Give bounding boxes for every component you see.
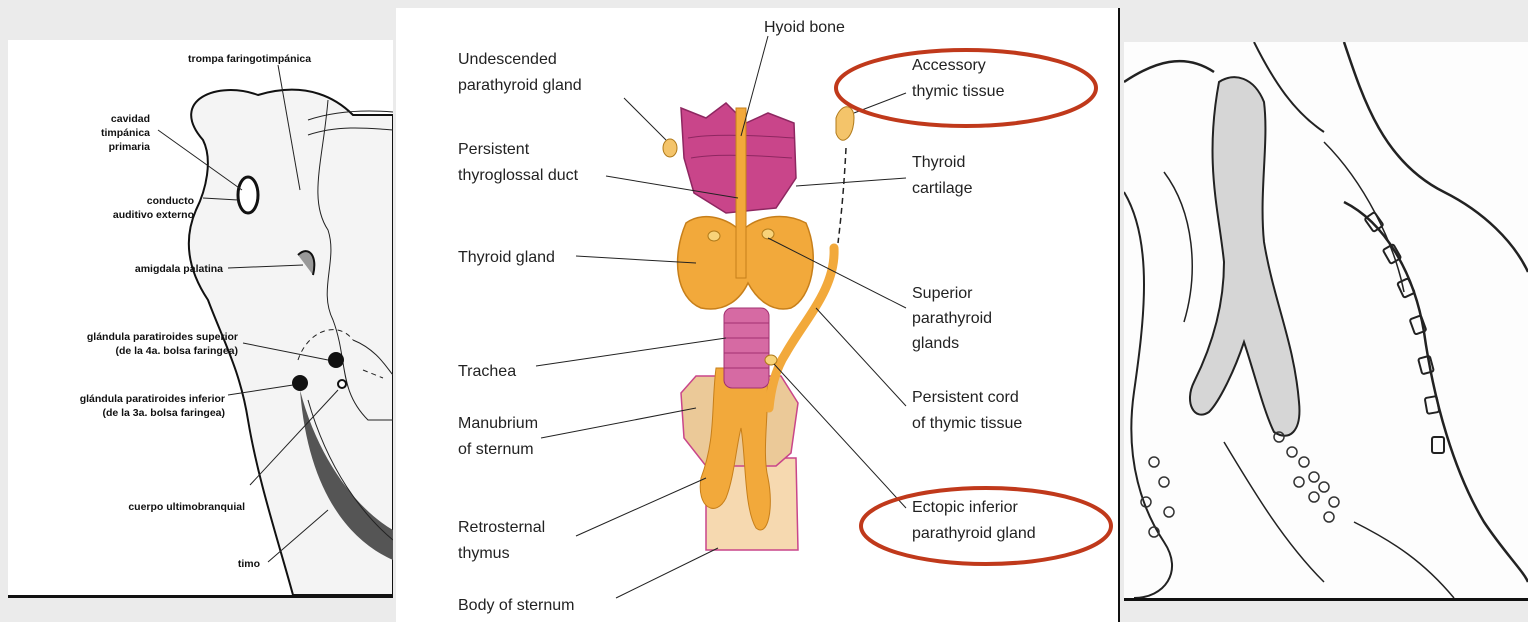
- label-undescended-1: Undescended: [458, 51, 557, 68]
- label-gl-inf-2: (de la 3a. bolsa faringea): [102, 407, 225, 419]
- superior-parathyroid-right: [762, 229, 774, 239]
- ring-row: [1364, 212, 1444, 453]
- trachea-shape: [724, 308, 769, 388]
- label-thyroid-cartilage-1: Thyroid: [912, 154, 965, 171]
- label-persistent-cord-1: Persistent cord: [912, 389, 1019, 406]
- label-cavidad-3: primaria: [109, 141, 151, 153]
- label-hyoid-bone: Hyoid bone: [764, 19, 845, 36]
- label-conducto-1: conducto: [147, 195, 194, 207]
- central-tube-shape: [1190, 77, 1299, 436]
- label-accessory-1: Accessory: [912, 57, 986, 74]
- label-amigdala: amigdala palatina: [135, 263, 223, 275]
- undescended-parathyroid-shape: [663, 139, 677, 157]
- right-sketch-drawing: [1124, 42, 1528, 598]
- label-cavidad-1: cavidad: [111, 113, 150, 125]
- label-gl-sup-2: (de la 4a. bolsa faringea): [115, 345, 238, 357]
- center-anatomy-panel: Hyoid bone Undescended parathyroid gland…: [396, 8, 1120, 622]
- center-anatomy-drawing: Hyoid bone Undescended parathyroid gland…: [396, 8, 1118, 622]
- label-undescended-2: parathyroid gland: [458, 77, 582, 94]
- label-gl-inf-1: glándula paratiroides inferior: [80, 393, 225, 405]
- label-retrosternal-2: thymus: [458, 545, 510, 562]
- label-thyroid-cartilage-2: cartilage: [912, 180, 973, 197]
- superior-parathyroid-left: [708, 231, 720, 241]
- label-retrosternal-1: Retrosternal: [458, 519, 545, 536]
- left-embryology-drawing: trompa faringotimpánica cavidad timpánic…: [8, 40, 393, 595]
- label-trachea: Trachea: [458, 363, 516, 380]
- label-persistent-thyro-2: thyroglossal duct: [458, 167, 579, 184]
- label-persistent-thyro-1: Persistent: [458, 141, 530, 158]
- label-trompa: trompa faringotimpánica: [188, 53, 311, 65]
- thyroglossal-duct-shape: [736, 108, 746, 278]
- label-conducto-2: auditivo externo: [113, 209, 194, 221]
- label-cuerpo: cuerpo ultimobranquial: [128, 501, 245, 513]
- label-accessory-2: thymic tissue: [912, 83, 1005, 100]
- right-sketch-panel: [1124, 42, 1528, 601]
- accessory-thymic-shape: [836, 107, 854, 140]
- label-timo: timo: [238, 558, 260, 570]
- ectopic-parathyroid-shape: [765, 355, 777, 365]
- parathyroid-superior-dot: [328, 352, 344, 368]
- label-body-of-sternum: Body of sternum: [458, 597, 575, 614]
- label-thyroid-gland: Thyroid gland: [458, 249, 555, 266]
- label-superior-3: glands: [912, 335, 959, 352]
- label-gl-sup-1: glándula paratiroides superior: [87, 331, 238, 343]
- label-ectopic-1: Ectopic inferior: [912, 499, 1018, 516]
- parathyroid-inferior-dot: [292, 375, 308, 391]
- label-superior-2: parathyroid: [912, 310, 992, 327]
- label-persistent-cord-2: of thymic tissue: [912, 415, 1022, 432]
- label-ectopic-2: parathyroid gland: [912, 525, 1036, 542]
- label-manubrium-2: of sternum: [458, 441, 534, 458]
- tympanic-cavity-shape: [238, 177, 258, 213]
- label-superior-1: Superior: [912, 285, 973, 302]
- label-cavidad-2: timpánica: [101, 127, 150, 139]
- cell-cluster: [1141, 432, 1339, 537]
- label-manubrium-1: Manubrium: [458, 415, 538, 432]
- left-embryology-panel: trompa faringotimpánica cavidad timpánic…: [8, 40, 393, 598]
